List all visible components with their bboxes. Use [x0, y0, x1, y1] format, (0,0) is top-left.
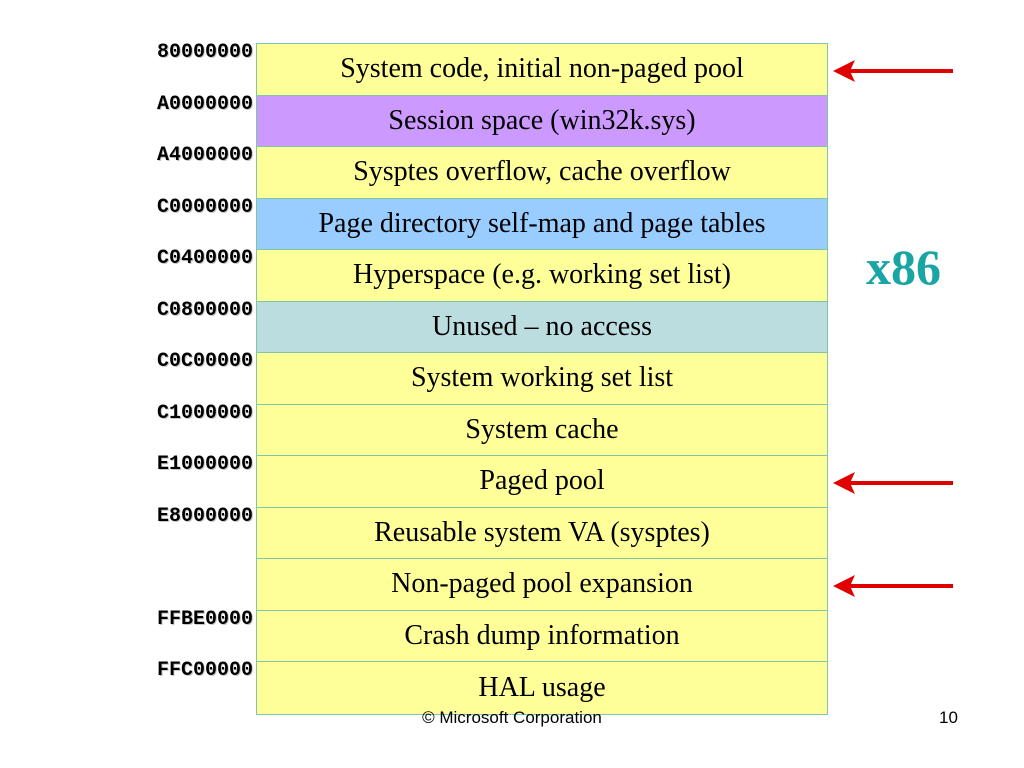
address-label: C1000000	[156, 401, 253, 425]
memory-region: Reusable system VA (sysptes)	[257, 507, 827, 559]
address-label: C0C00000	[156, 350, 253, 373]
address-label: E8000000	[156, 504, 253, 528]
memory-region: Crash dump information	[257, 610, 827, 662]
address-label: FFC00000	[156, 659, 253, 682]
address-label: E1000000	[156, 453, 253, 476]
memory-region: Paged pool	[257, 456, 827, 508]
address-label: C0400000	[156, 247, 253, 270]
memory-region: System working set list	[257, 353, 827, 405]
memory-region: Hyperspace (e.g. working set list)	[257, 250, 827, 302]
memory-region: Session space (win32k.sys)	[257, 95, 827, 147]
architecture-label: x86	[866, 239, 941, 295]
memory-region: Page directory self-map and page tables	[257, 198, 827, 250]
red-arrow-icon	[833, 59, 953, 82]
address-label: C0000000	[156, 195, 253, 219]
address-label: 80000000	[156, 41, 253, 64]
address-label: FFBE0000	[156, 607, 253, 631]
red-arrow-icon	[833, 471, 953, 494]
memory-region: System cache	[257, 404, 827, 456]
address-label: C0800000	[156, 298, 253, 322]
page-number: 10	[939, 708, 958, 727]
memory-region: System code, initial non-paged pool	[257, 44, 827, 96]
address-label: A0000000	[156, 92, 253, 116]
memory-region: Unused – no access	[257, 301, 827, 353]
memory-region: Non-paged pool expansion	[257, 559, 827, 611]
memory-region: Sysptes overflow, cache overflow	[257, 147, 827, 199]
copyright-text: © Microsoft Corporation	[422, 708, 602, 727]
memory-region: HAL usage	[257, 662, 827, 714]
red-arrow-icon	[833, 574, 953, 597]
address-label: A4000000	[156, 144, 253, 167]
